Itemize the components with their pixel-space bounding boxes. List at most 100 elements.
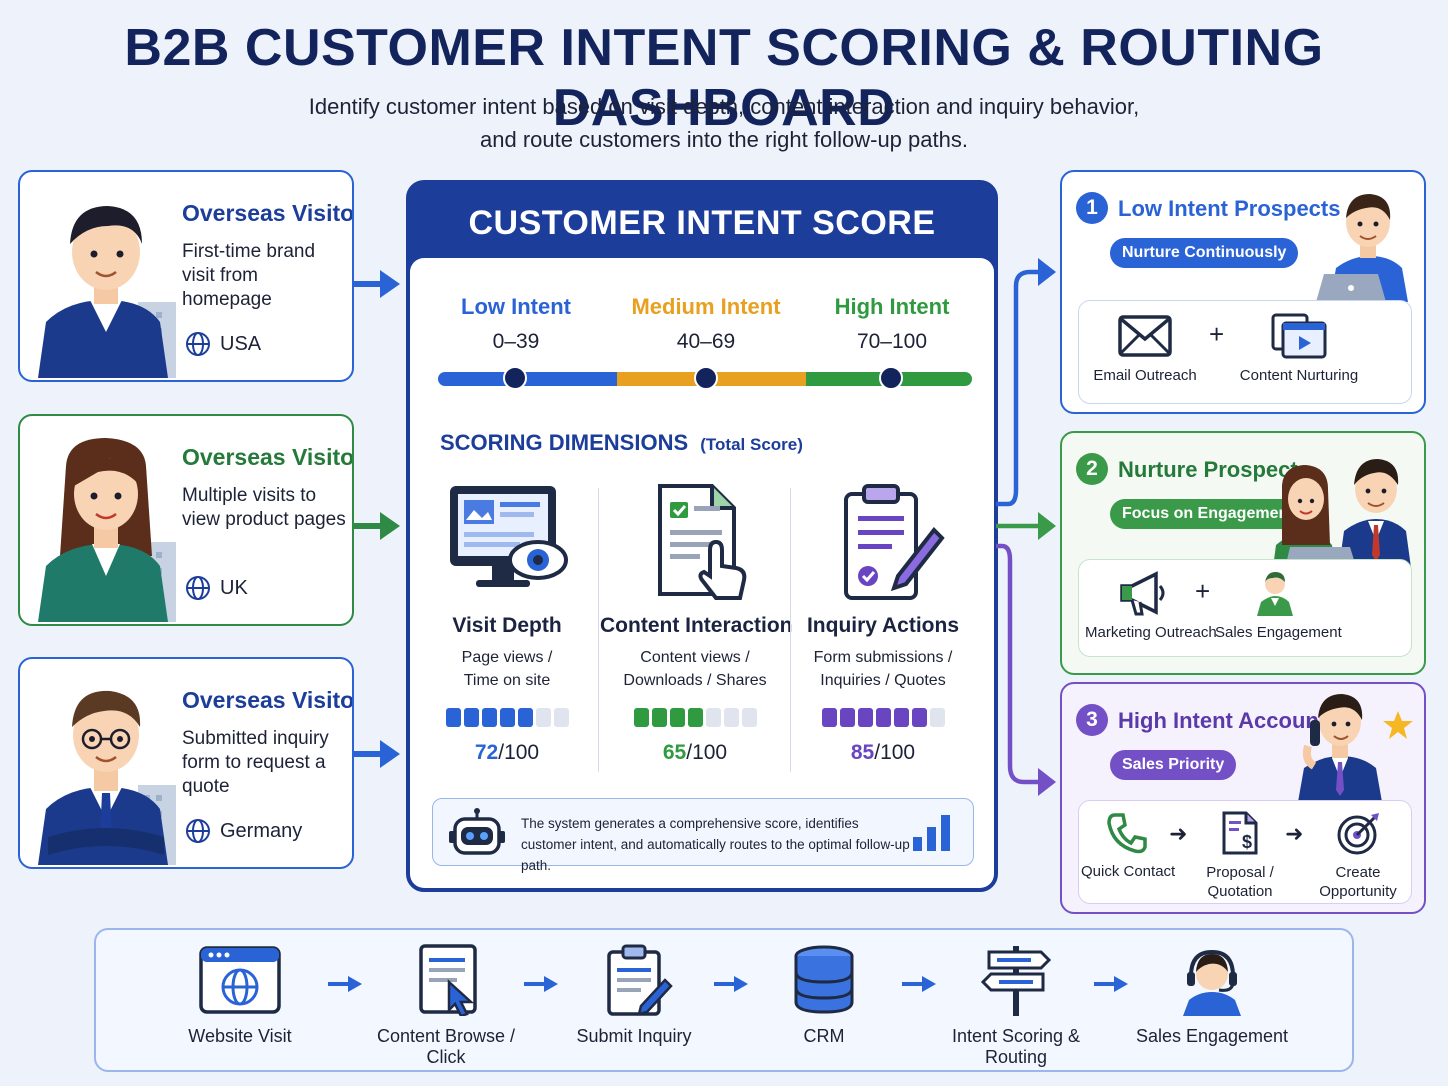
action-sales-engagement[interactable]: Sales Engagement [1215,570,1342,641]
globe-icon [186,819,210,843]
flow-step-sales-engagement-label: Sales Engagement [1135,1026,1289,1046]
score-segment [553,708,569,727]
arrow-right-icon [714,976,748,992]
route-3-actions: Quick Contact ➜ $ Proposal / Quotation ➜… [1078,800,1412,904]
system-note-text: The system generates a comprehensive sco… [521,816,910,873]
action-create-opportunity-label: Create Opportunity [1319,864,1397,900]
route-2-number: 2 [1076,453,1108,485]
visitor-card-c[interactable]: Overseas Visitor C Submitted inquiry for… [18,657,354,869]
visitor-card-a[interactable]: Overseas Visitor A First-time brand visi… [18,170,354,382]
arrow-right-icon: ➜ [1285,821,1304,846]
arrow-right-icon: ➜ [1169,821,1188,846]
dimension-visit-depth-desc-line1: Page views / [461,649,553,666]
scoring-dimensions-heading: SCORING DIMENSIONS (Total Score) [440,430,803,456]
action-proposal-quotation[interactable]: $ Proposal / Quotation [1195,811,1285,901]
flow-step-intent-scoring[interactable]: Intent Scoring & Routing [936,944,1096,1068]
flow-step-sales-engagement[interactable]: Sales Engagement [1132,944,1292,1047]
score-segment [857,708,873,727]
visitor-a-description: First-time brand visit from homepage [182,241,316,310]
score-segment [535,708,551,727]
scale-knob-low [503,366,527,390]
route-1-title: Low Intent Prospects [1118,196,1341,221]
action-create-opportunity[interactable]: Create Opportunity [1311,811,1405,901]
score-segment [445,708,461,727]
bar-chart-icon [913,815,950,851]
score-card-body: Low Intent 0–39 Medium Intent 40–69 High… [410,258,994,888]
score-segment [687,708,703,727]
dimension-divider [598,488,599,772]
intent-score-card: CUSTOMER INTENT SCORE Low Intent 0–39 Me… [406,180,998,892]
visitor-b-name: Overseas Visitor B [182,444,354,470]
dimension-visit-depth-name: Visit Depth [452,614,562,637]
route-card-nurture[interactable]: 2 Nurture Prospects Focus on Engagement … [1060,431,1426,675]
dimension-inquiry-actions-score-max: /100 [874,741,916,764]
flow-step-website-visit[interactable]: Website Visit [160,944,320,1047]
route-card-high-intent[interactable]: 3 High Intent Accounts Sales Priority Qu… [1060,682,1426,914]
score-segment [741,708,757,727]
globe-icon [186,576,210,600]
arrow-right-icon [524,976,558,992]
score-segment [481,708,497,727]
dimension-inquiry-actions-name: Inquiry Actions [806,614,960,637]
level-low-name: Low Intent [461,294,571,319]
route-card-low-intent[interactable]: 1 Low Intent Prospects Nurture Continuou… [1060,170,1426,414]
score-segment [839,708,855,727]
route-2-pill: Focus on Engagement [1110,499,1306,529]
signpost-icon [980,946,1052,1016]
scoring-dimensions-note: (Total Score) [700,435,803,454]
dimension-inquiry-actions-desc: Form submissions / Inquiries / Quotes [788,646,978,692]
score-segment [821,708,837,727]
level-low-range: 0–39 [492,330,540,353]
visitor-a-country-label: USA [220,332,262,355]
dimension-visit-depth-desc-line2: Time on site [463,672,551,689]
visitor-c-avatar [38,690,176,865]
action-email-outreach[interactable]: Email Outreach [1093,313,1197,384]
score-segment [517,708,533,727]
arrow-right-icon [354,740,400,768]
visitor-c-country: Germany [184,817,302,845]
dimension-visit-depth-score: 72/100 [412,741,602,765]
flow-step-submit-inquiry[interactable]: Submit Inquiry [554,944,714,1047]
scale-knob-high [879,366,903,390]
visitor-c-country-label: Germany [220,819,303,842]
visitor-card-b[interactable]: Overseas Visitor B Multiple visits to vi… [18,414,354,626]
visitor-b-country-label: UK [220,576,248,599]
team-illustration [1272,459,1412,575]
dimension-inquiry-actions: Inquiry Actions Form submissions / Inqui… [788,480,978,765]
flow-step-website-visit-label: Website Visit [188,1026,292,1046]
content-video-icon [1271,313,1327,359]
flow-step-crm[interactable]: CRM [744,944,904,1047]
arrow-right-icon [328,976,362,992]
action-content-nurturing[interactable]: Content Nurturing [1229,313,1369,384]
dimension-inquiry-actions-score-value: 85 [850,741,875,764]
score-segment [651,708,667,727]
flow-step-content-browse[interactable]: Content Browse / Click [366,944,526,1068]
page-subtitle: Identify customer intent based on visit … [0,90,1448,156]
route-1-actions: Email Outreach + Content Nurturing [1078,300,1412,404]
page-title: B2B CUSTOMER INTENT SCORING & ROUTING DA… [124,19,1324,137]
flow-step-intent-scoring-label: Intent Scoring & Routing [951,1026,1081,1067]
route-2-actions: Marketing Outreach + Sales Engagement [1078,559,1412,657]
database-icon [794,945,854,1014]
dimension-content-interaction-score: 65/100 [600,741,790,765]
action-quick-contact[interactable]: Quick Contact [1081,811,1175,880]
route-1-pill: Nurture Continuously [1110,238,1299,268]
action-marketing-outreach-label: Marketing Outreach [1085,624,1217,641]
visitor-c-description: Submitted inquiry form to request a quot… [182,728,329,797]
agent-laptop-illustration [1316,194,1408,302]
arrow-right-icon [1094,976,1128,992]
arrow-right-icon [354,512,400,540]
action-proposal-quotation-label: Proposal / Quotation [1206,864,1274,900]
globe-icon [186,332,210,356]
arrow-right-icon [354,270,400,298]
monitor-eye-icon [450,486,568,587]
level-high: High Intent 70–100 [802,294,982,354]
subtitle-line-2: and route customers into the right follo… [480,127,968,152]
envelope-icon [1118,315,1172,357]
score-segment [893,708,909,727]
dimension-inquiry-actions-bar [788,708,978,727]
star-icon [1383,711,1413,739]
action-marketing-outreach[interactable]: Marketing Outreach [1085,570,1217,641]
target-icon [1337,813,1379,855]
clipboard-pen-icon [844,484,945,600]
